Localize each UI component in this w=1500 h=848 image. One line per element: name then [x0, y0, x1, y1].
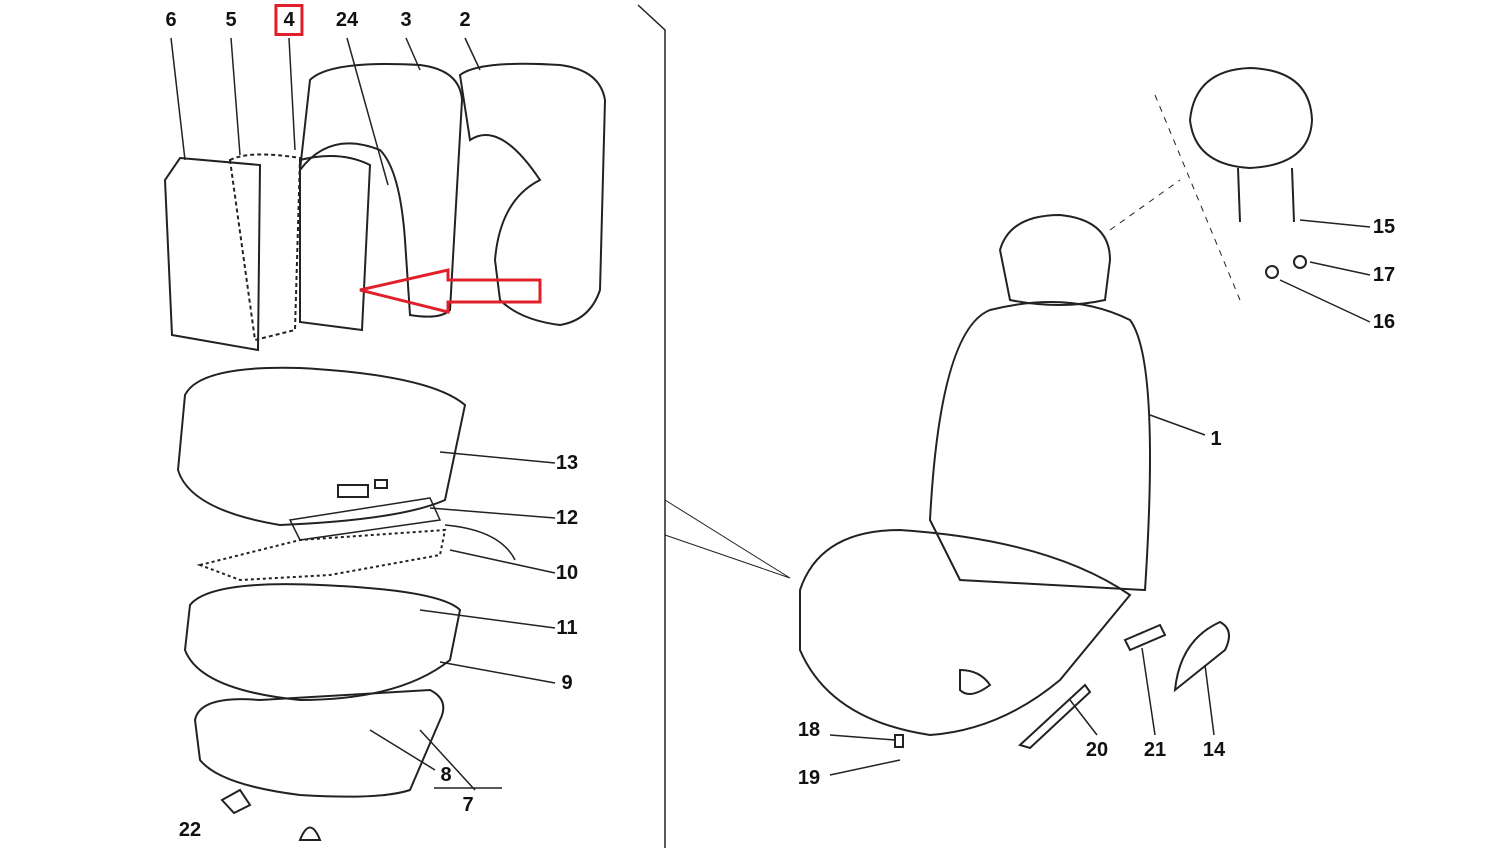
label-5: 5 — [225, 9, 237, 31]
label-15: 15 — [1372, 216, 1396, 238]
label-7: 7 — [462, 794, 474, 816]
backrest-shell — [458, 62, 607, 327]
label-19: 19 — [797, 767, 821, 789]
seat-base-1 — [799, 528, 1132, 737]
label-24: 24 — [335, 9, 359, 31]
backrest-pad-4 — [299, 155, 372, 332]
label-3: 3 — [400, 9, 412, 31]
label-8: 8 — [440, 764, 452, 786]
divider-line — [637, 4, 666, 848]
trim-20 — [1018, 683, 1092, 750]
seat-frame-7 — [193, 688, 445, 798]
seat-cover-13 — [176, 366, 467, 527]
label-20: 20 — [1085, 739, 1109, 761]
label-13: 13 — [555, 452, 579, 474]
headrest-1 — [998, 213, 1112, 306]
trim-21 — [1123, 623, 1167, 652]
label-4-highlighted: 4 — [274, 4, 304, 36]
label-9: 9 — [561, 672, 573, 694]
backrest-frame — [298, 63, 464, 318]
backrest-cover-6 — [163, 156, 262, 352]
label-18: 18 — [797, 719, 821, 741]
label-21: 21 — [1143, 739, 1167, 761]
highlight-arrow — [359, 268, 542, 314]
heater-10 — [196, 528, 447, 582]
label-22: 22 — [178, 819, 202, 841]
cover-14 — [1173, 620, 1230, 693]
label-1: 1 — [1210, 428, 1222, 450]
label-12: 12 — [555, 507, 579, 529]
backrest-pad-5 — [228, 153, 302, 342]
seat-foam-9 — [183, 583, 462, 702]
label-14: 14 — [1202, 739, 1226, 761]
label-6: 6 — [165, 9, 177, 31]
headrest-15 — [1188, 66, 1314, 170]
label-16: 16 — [1372, 311, 1396, 333]
label-17: 17 — [1372, 264, 1396, 286]
seat-pad-12 — [288, 497, 442, 541]
seat-back-1 — [928, 301, 1151, 592]
label-2: 2 — [459, 9, 471, 31]
label-10: 10 — [555, 562, 579, 584]
label-11: 11 — [556, 617, 578, 639]
